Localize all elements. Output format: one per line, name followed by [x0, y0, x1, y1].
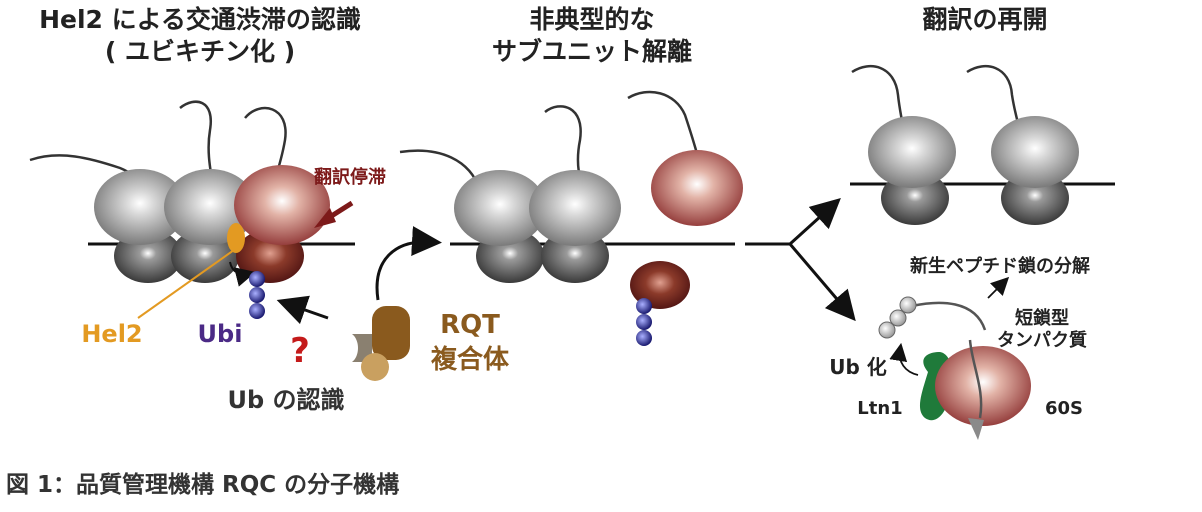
panel3-illustration	[850, 64, 1115, 440]
short-nascent-chain	[911, 301, 987, 331]
ltn1-label: Ltn1	[857, 398, 902, 419]
rqt-complex-claw	[352, 334, 372, 362]
question-mark: ?	[290, 331, 310, 371]
rqt-complex-body	[372, 306, 410, 360]
rqt-label-line2: 複合体	[431, 344, 510, 375]
ub-ation-label: Ub 化	[829, 355, 887, 379]
hel2-label: Hel2	[81, 320, 142, 348]
stalled-large-subunit	[234, 165, 330, 245]
ub-ation-arrow	[889, 342, 919, 376]
panel3-title: 翻訳の再開	[922, 5, 1047, 34]
short-protein-label-line1: 短鎖型	[1015, 307, 1069, 329]
ub-bead	[636, 330, 652, 346]
ub-bead-white	[899, 296, 917, 314]
branch-arrow-up	[788, 197, 841, 246]
ub-bead-white	[889, 309, 907, 327]
short-protein-label-line2: タンパク質	[997, 329, 1087, 351]
large-subunit	[454, 170, 546, 246]
branch-arrow-down	[788, 243, 856, 322]
recognition-arrow	[276, 295, 329, 325]
stall-label: 翻訳停滞	[314, 166, 386, 188]
large-subunit	[529, 170, 621, 246]
60s-label: 60S	[1045, 398, 1083, 419]
figure-caption: 図 1：品質管理機構 RQC の分子機構	[6, 471, 399, 498]
panel1-illustration	[29, 100, 442, 381]
dissociated-large-subunit	[651, 150, 743, 226]
ub-bead	[636, 298, 652, 314]
ub-bead-white	[878, 321, 896, 339]
ubi-label: Ubi	[198, 320, 243, 348]
large-subunit	[991, 116, 1079, 188]
large-subunit	[94, 169, 186, 245]
nascent-degradation-label: 新生ペプチド鎖の分解	[910, 255, 1090, 277]
60s-subunit	[935, 346, 1031, 426]
large-subunit	[868, 116, 956, 188]
ub-bead	[636, 314, 652, 330]
dissociated-small-subunit	[630, 261, 690, 309]
ub-bead	[249, 287, 265, 303]
rqt-label-line1: RQT	[440, 310, 500, 340]
panel1-title-line1: Hel2 による交通渋滞の認識	[39, 5, 361, 34]
ub-bead	[249, 271, 265, 287]
ub-recognition-label: Ub の認識	[227, 386, 344, 414]
exit-tunnel	[968, 418, 984, 440]
panel2-title-line2: サブユニット解離	[492, 37, 692, 66]
degradation-arrow	[987, 276, 1010, 299]
transition-arrow-1	[375, 226, 442, 301]
panel2-illustration	[399, 90, 856, 346]
hel2-pointer-line	[137, 249, 235, 319]
ub-bead	[249, 303, 265, 319]
panel1-title-line2: ( ユビキチン化 )	[105, 37, 295, 66]
nascent-chain	[627, 90, 702, 166]
hel2-protein	[227, 223, 245, 253]
panel2-title-line1: 非典型的な	[529, 5, 654, 34]
rqt-complex-ball	[361, 353, 389, 381]
stall-arrow-head	[314, 208, 336, 228]
ubiquitination-arrow	[229, 261, 256, 287]
nascent-chain	[968, 339, 983, 419]
